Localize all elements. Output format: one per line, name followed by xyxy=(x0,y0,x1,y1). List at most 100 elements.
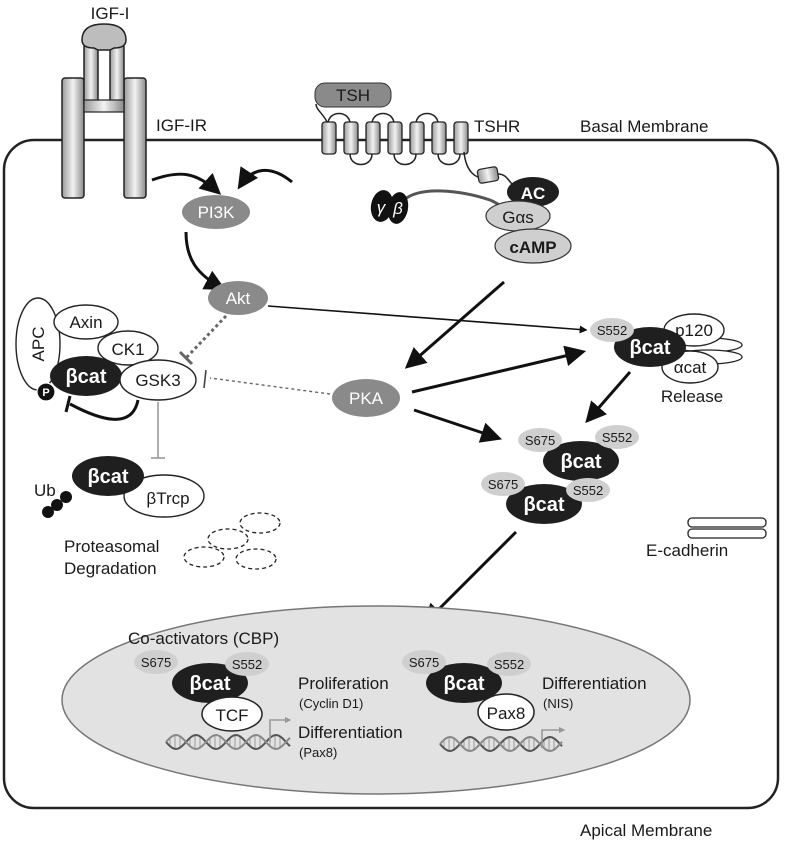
differentiation-right-label: Differentiation xyxy=(542,674,647,693)
pka-to-free-bcat-arrow xyxy=(413,408,502,443)
beta-subunit xyxy=(387,192,409,224)
tshr-helix-7 xyxy=(453,121,469,155)
ub-label: Ub xyxy=(34,481,56,500)
s552-upper-node xyxy=(595,425,639,449)
bcat-free-lower-node xyxy=(506,484,582,524)
bcat-nuclear-left-node xyxy=(172,663,248,703)
s552-lower-node xyxy=(566,478,610,502)
akt-inhibits-gsk3 xyxy=(184,314,228,360)
gas-label: Gαs xyxy=(502,208,534,227)
bcat-nuclear-left-label: βcat xyxy=(189,673,230,695)
gamma-subunit xyxy=(370,190,394,222)
ac-label: AC xyxy=(521,184,546,203)
nis-paren-label: (NIS) xyxy=(543,696,573,711)
bcat-degradation-node xyxy=(72,456,144,496)
tshr-helix-4 xyxy=(387,121,403,155)
s552-nuclear-right-node xyxy=(487,652,531,676)
degradation-label: Degradation xyxy=(64,559,157,578)
s675-upper-label: S675 xyxy=(525,433,555,448)
igf1-label: IGF-I xyxy=(91,4,130,23)
tshr-helix-5 xyxy=(409,121,425,155)
phospho-label: P xyxy=(42,387,49,399)
pi3k-label: PI3K xyxy=(198,203,236,222)
s552-membrane-label: S552 xyxy=(597,323,627,338)
ck1-node xyxy=(97,330,159,366)
pax8-paren-label: (Pax8) xyxy=(299,745,337,760)
camp-to-pka-arrow xyxy=(404,280,505,369)
tsh-ligand xyxy=(314,82,392,108)
bcat-free-lower-label: βcat xyxy=(523,494,564,516)
proteasomal-label: Proteasomal xyxy=(64,537,159,556)
e-cadherin-bar-lower xyxy=(687,528,767,539)
igf1r-receptor xyxy=(61,44,147,199)
bcat-degradation-label: βcat xyxy=(87,466,128,488)
axin-label: Axin xyxy=(69,313,102,332)
s552-nuclear-left-node xyxy=(225,652,269,676)
pka-label: PKA xyxy=(349,389,384,408)
proteasome-ovals xyxy=(183,512,281,570)
ub-bead-1 xyxy=(42,506,54,518)
gsk3-label: GSK3 xyxy=(135,371,180,390)
btrcp-label: βTrcp xyxy=(146,489,189,508)
bcat-nuclear-right-node xyxy=(426,663,502,703)
differentiation-left-label: Differentiation xyxy=(298,723,403,742)
bcat-membrane-node xyxy=(614,327,686,367)
bcat-to-nucleus-arrow xyxy=(423,530,518,625)
pax8-transcription-arrow xyxy=(541,726,566,748)
p120-label: p120 xyxy=(675,321,713,340)
apc-label: APC xyxy=(29,327,48,362)
ub-bead-3 xyxy=(60,491,72,503)
phospho-badge xyxy=(36,382,56,402)
s552-upper-label: S552 xyxy=(602,430,632,445)
tcf-transcription-arrow xyxy=(269,716,292,742)
bcat-membrane-label: βcat xyxy=(629,337,670,359)
nucleus xyxy=(61,605,691,795)
igf1r-label: IGF-IR xyxy=(156,116,207,135)
tcf-label: TCF xyxy=(215,706,248,725)
ac-node xyxy=(507,177,559,207)
akt-to-s552-arrow xyxy=(267,305,588,334)
bcat-complex-node xyxy=(50,356,122,396)
apical-membrane-label: Apical Membrane xyxy=(580,821,712,840)
pka-node xyxy=(332,379,400,417)
s675-upper-node xyxy=(518,428,562,452)
s675-nuclear-left-label: S675 xyxy=(141,655,171,670)
gsk3-phosphorylates-bcat xyxy=(69,399,140,421)
tshr-tail-cylinder xyxy=(476,166,500,184)
s552-membrane-node xyxy=(590,318,634,342)
gamma-label: γ xyxy=(377,198,387,217)
tshr-receptor xyxy=(315,103,469,166)
tsh-label: TSH xyxy=(336,86,370,105)
acat-label: αcat xyxy=(674,358,707,377)
tshr-helix-6 xyxy=(431,121,447,155)
ck1-label: CK1 xyxy=(111,340,144,359)
igf1-ligand xyxy=(81,23,127,51)
beta-label: β xyxy=(392,199,403,218)
btrcp-node xyxy=(123,474,205,518)
s675-lower-label: S675 xyxy=(488,477,518,492)
pi3k-node xyxy=(182,195,250,229)
s675-nuclear-right-label: S675 xyxy=(409,655,439,670)
bcat-free-upper-node xyxy=(543,441,619,481)
e-cadherin-bar-upper xyxy=(687,517,767,528)
pka-inhibits-gsk3 xyxy=(209,377,331,395)
camp-label: cAMP xyxy=(509,238,556,257)
gsk3-node xyxy=(119,359,197,401)
bcat-complex-label: βcat xyxy=(65,366,106,388)
igf1r-to-pi3k-arrow xyxy=(151,172,222,195)
tshr-helix-2 xyxy=(343,121,359,155)
axin-node xyxy=(53,304,119,340)
ub-bead-2 xyxy=(51,499,63,511)
tshr-to-pi3k-arrow xyxy=(237,166,293,190)
tshr-helix-3 xyxy=(365,121,381,155)
release-arrow xyxy=(585,371,632,424)
basal-membrane-label: Basal Membrane xyxy=(580,117,709,136)
pax8-label: Pax8 xyxy=(487,704,526,723)
s552-lower-label: S552 xyxy=(573,483,603,498)
coactivators-label: Co-activators (CBP) xyxy=(128,629,279,648)
pi3k-to-akt-arrow xyxy=(184,231,226,290)
akt-label: Akt xyxy=(226,289,251,308)
release-label: Release xyxy=(661,387,723,406)
